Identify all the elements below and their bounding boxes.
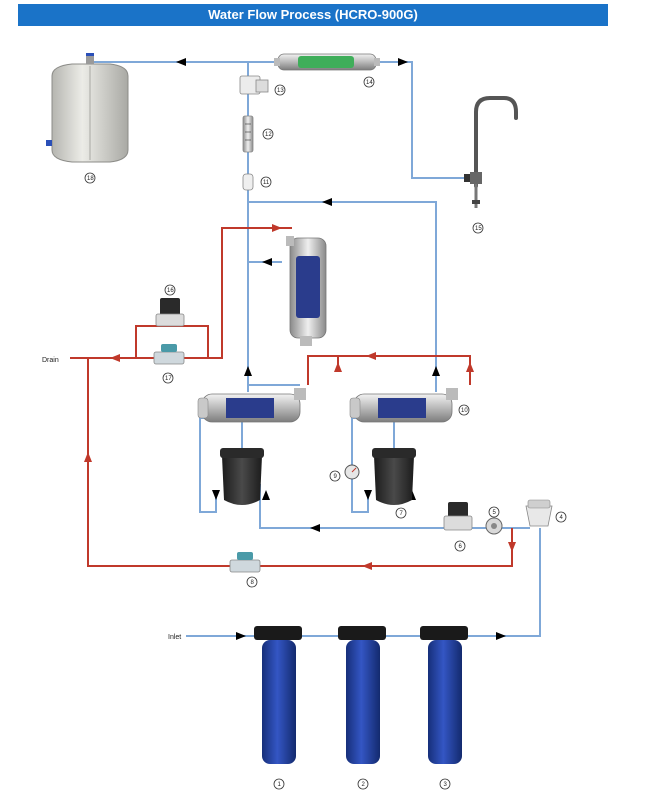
inlet-valve-housing xyxy=(525,499,553,527)
callout-12: 12 xyxy=(262,128,274,140)
arrow-black xyxy=(244,366,252,376)
callout-14: 14 xyxy=(363,76,375,88)
svg-text:16: 16 xyxy=(167,288,174,294)
arrow-black xyxy=(236,632,246,640)
arrow-red xyxy=(362,562,372,570)
post-carbon-filter xyxy=(274,53,380,71)
svg-text:17: 17 xyxy=(165,376,172,382)
callout-6: 6 xyxy=(454,540,466,552)
callout-13: 13 xyxy=(274,84,286,96)
ro-membrane-housing-2 xyxy=(349,388,458,423)
arrow-black xyxy=(262,258,272,266)
svg-text:9: 9 xyxy=(334,474,338,480)
svg-text:7: 7 xyxy=(400,511,404,517)
arrow-black xyxy=(310,524,320,532)
concentrate-flow-restrictor xyxy=(229,552,261,573)
arrow-black xyxy=(398,58,408,66)
svg-text:4: 4 xyxy=(560,515,564,521)
svg-text:11: 11 xyxy=(263,180,270,186)
page-title: Water Flow Process (HCRO-900G) xyxy=(18,4,608,26)
inlet-solenoid-valve xyxy=(443,502,473,531)
callout-10: 10 xyxy=(458,404,470,416)
arrow-red xyxy=(110,354,120,362)
faucet xyxy=(464,96,518,208)
arrow-red xyxy=(84,452,92,462)
callout-4: 4 xyxy=(555,511,567,523)
callout-2: 2 xyxy=(357,778,369,790)
callout-15: 15 xyxy=(472,222,484,234)
arrow-red xyxy=(508,542,516,552)
arrow-black xyxy=(262,490,270,500)
low-pressure-switch xyxy=(485,517,503,535)
flow-arrows xyxy=(84,58,516,640)
callout-3: 3 xyxy=(439,778,451,790)
ro-membrane-housing-1 xyxy=(197,388,306,423)
vertical-membrane-housing xyxy=(286,236,327,346)
callout-8: 8 xyxy=(246,576,258,588)
arrow-black xyxy=(176,58,186,66)
svg-text:14: 14 xyxy=(366,80,373,86)
callout-5: 5 xyxy=(488,506,500,518)
pre-filter-1 xyxy=(254,626,302,764)
drain-flow-restrictor xyxy=(153,344,185,365)
arrow-black xyxy=(212,490,220,500)
arrow-black xyxy=(432,366,440,376)
callout-16: 16 xyxy=(164,284,176,296)
svg-text:5: 5 xyxy=(493,510,497,516)
arrow-red xyxy=(366,352,376,360)
arrow-red xyxy=(466,362,474,372)
pressure-gauge xyxy=(344,464,360,480)
pressure-tank xyxy=(46,53,129,163)
booster-pump-1 xyxy=(220,448,264,505)
svg-text:3: 3 xyxy=(444,782,448,788)
check-valve xyxy=(242,173,254,191)
svg-text:2: 2 xyxy=(362,782,366,788)
shut-off-valve xyxy=(239,75,269,95)
svg-text:6: 6 xyxy=(459,544,463,550)
arrow-red xyxy=(272,224,282,232)
arrow-black xyxy=(364,490,372,500)
callout-11: 11 xyxy=(260,176,272,188)
flow-meter xyxy=(242,115,254,153)
inlet-label: Inlet xyxy=(168,634,181,641)
callout-17: 17 xyxy=(162,372,174,384)
booster-pump-2 xyxy=(372,448,416,505)
svg-text:1: 1 xyxy=(278,782,282,788)
arrow-red xyxy=(334,362,342,372)
callout-18: 18 xyxy=(84,172,96,184)
svg-text:8: 8 xyxy=(251,580,255,586)
svg-text:18: 18 xyxy=(87,176,94,182)
svg-text:10: 10 xyxy=(461,408,468,414)
pre-filter-3 xyxy=(420,626,468,764)
drain-label: Drain xyxy=(42,357,59,364)
water-lines xyxy=(92,61,541,637)
pre-filter-2 xyxy=(338,626,386,764)
svg-text:15: 15 xyxy=(475,226,482,232)
svg-text:12: 12 xyxy=(265,132,272,138)
arrow-black xyxy=(496,632,506,640)
drain-solenoid-valve xyxy=(155,298,185,327)
svg-text:13: 13 xyxy=(277,88,284,94)
callout-7: 7 xyxy=(395,507,407,519)
arrow-black xyxy=(322,198,332,206)
callout-1: 1 xyxy=(273,778,285,790)
callout-9: 9 xyxy=(329,470,341,482)
